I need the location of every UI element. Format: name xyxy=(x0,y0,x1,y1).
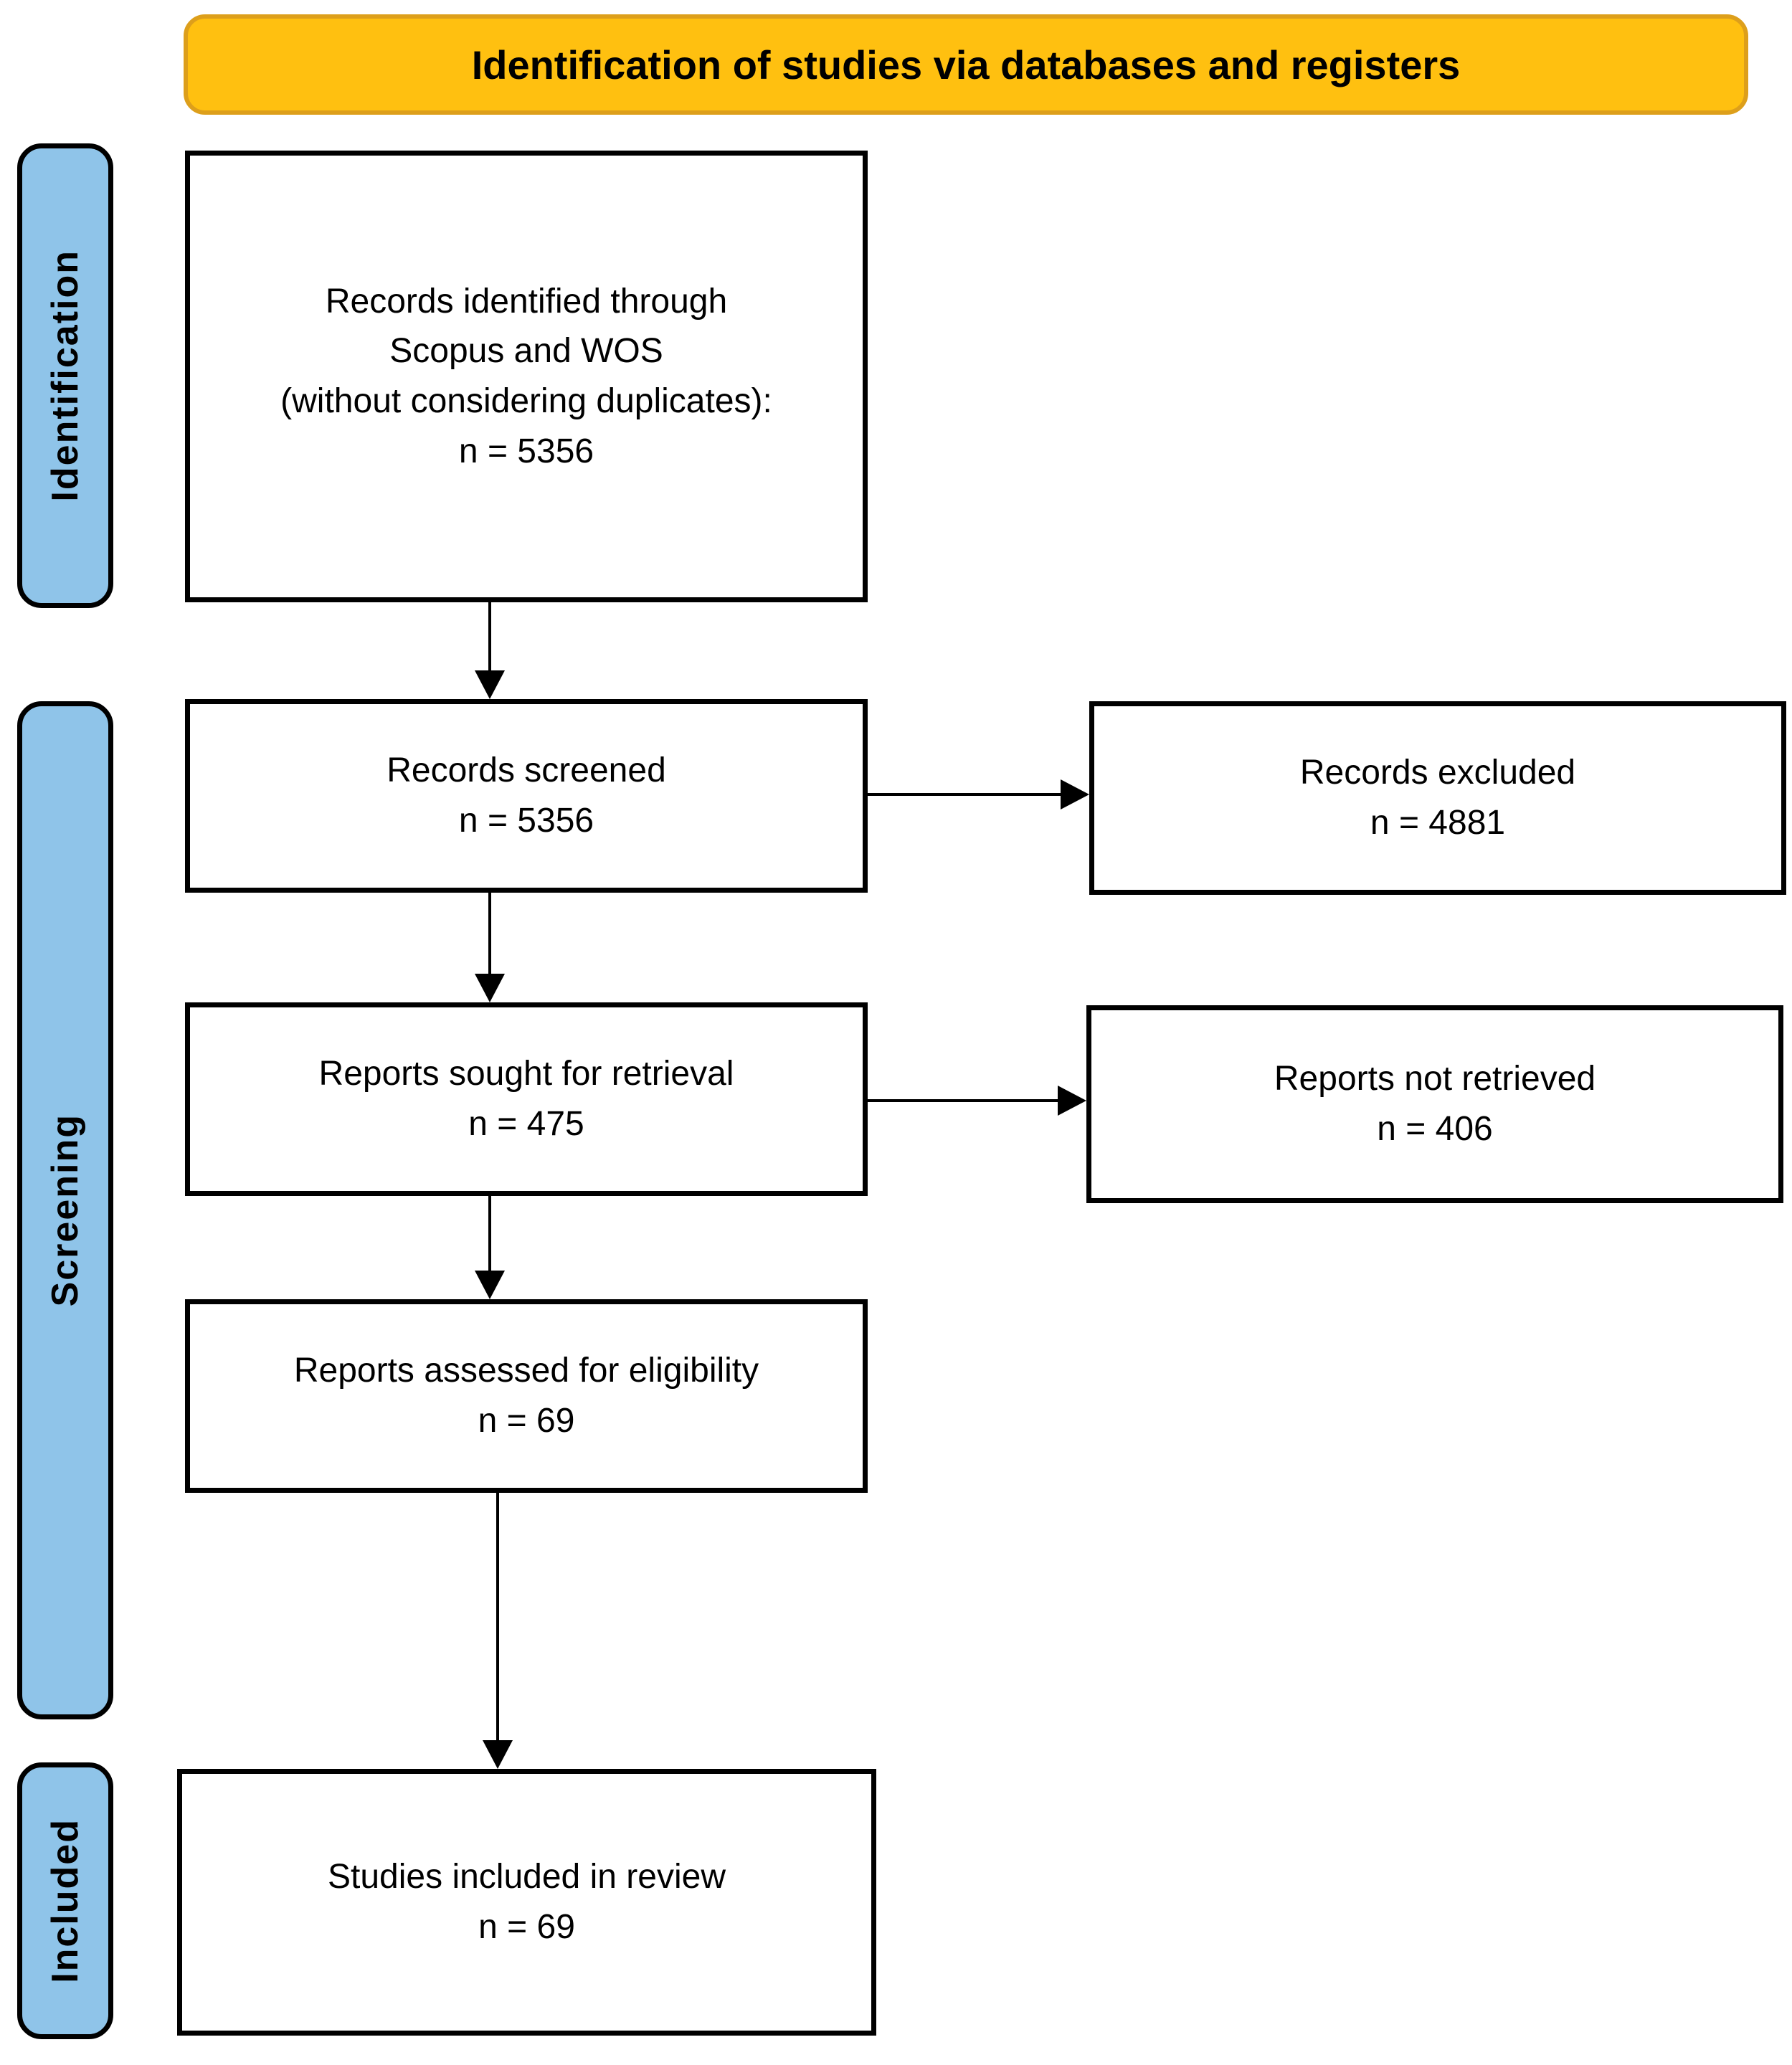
stage-label-identification: Identification xyxy=(17,143,113,608)
box-records-excluded-count: n = 4881 xyxy=(1370,804,1506,842)
box-records-screened: Records screened n = 5356 xyxy=(185,699,868,893)
stage-label-screening: Screening xyxy=(17,701,113,1719)
box-records-screened-count: n = 5356 xyxy=(458,802,594,840)
box-records-identified-count: n = 5356 xyxy=(458,432,594,470)
box-reports-assessed-count: n = 69 xyxy=(478,1402,575,1440)
box-reports-sought-count: n = 475 xyxy=(468,1105,584,1143)
box-reports-sought-label: Reports sought for retrieval xyxy=(318,1055,734,1093)
box-records-identified-label: Records identified through Scopus and WO… xyxy=(280,282,772,420)
box-reports-not-retrieved-count: n = 406 xyxy=(1377,1110,1493,1148)
box-records-identified: Records identified through Scopus and WO… xyxy=(185,151,868,602)
box-reports-not-retrieved: Reports not retrieved n = 406 xyxy=(1086,1005,1783,1203)
box-reports-sought: Reports sought for retrieval n = 475 xyxy=(185,1002,868,1196)
box-studies-included: Studies included in review n = 69 xyxy=(177,1769,876,2036)
arrow-screened-to-excluded-icon xyxy=(868,793,1061,796)
diagram-title-banner: Identification of studies via databases … xyxy=(184,14,1748,115)
box-reports-not-retrieved-label: Reports not retrieved xyxy=(1274,1060,1596,1098)
box-records-excluded: Records excluded n = 4881 xyxy=(1089,701,1786,895)
stage-label-screening-text: Screening xyxy=(44,1114,86,1307)
box-reports-assessed: Reports assessed for eligibility n = 69 xyxy=(185,1299,868,1493)
stage-label-included-text: Included xyxy=(44,1818,86,1983)
box-records-excluded-label: Records excluded xyxy=(1299,754,1576,792)
stage-label-identification-text: Identification xyxy=(44,250,86,502)
arrow-sought-to-assessed-icon xyxy=(488,1196,491,1271)
box-reports-assessed-label: Reports assessed for eligibility xyxy=(293,1352,759,1390)
box-studies-included-label: Studies included in review xyxy=(328,1858,726,1897)
box-records-screened-label: Records screened xyxy=(387,751,666,790)
diagram-title: Identification of studies via databases … xyxy=(471,42,1461,87)
box-studies-included-count: n = 69 xyxy=(478,1908,575,1946)
stage-label-included: Included xyxy=(17,1762,113,2039)
arrow-sought-to-not-retrieved-icon xyxy=(868,1099,1058,1102)
arrow-assessed-to-included-icon xyxy=(496,1493,499,1740)
arrow-screened-to-sought-icon xyxy=(488,893,491,974)
arrow-identified-to-screened-icon xyxy=(488,602,491,670)
